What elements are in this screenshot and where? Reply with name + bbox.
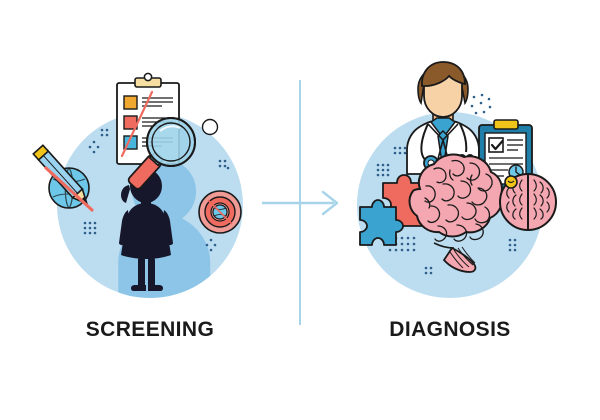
brain-side-icon: [408, 153, 503, 273]
caption-diagnosis: DIAGNOSIS: [389, 318, 511, 341]
magnifying-glass-icon: [127, 117, 196, 190]
caption-screening: SCREENING: [85, 318, 215, 341]
screening-illustration: [32, 72, 243, 298]
pencil-globe-blocked-icon: [32, 144, 94, 212]
diagnosis-illustration: [357, 61, 557, 298]
brain-top-icon: [499, 173, 557, 231]
flow-arrow-head: [321, 190, 339, 216]
panel-screening: SCREENING: [32, 72, 243, 341]
small-white-circle-icon: [201, 118, 219, 136]
dot-grid-icon: [376, 93, 517, 275]
dot-grid-icon: [83, 128, 230, 252]
target-icon: [198, 190, 242, 234]
panel-diagnosis: DIAGNOSIS: [300, 0, 600, 420]
